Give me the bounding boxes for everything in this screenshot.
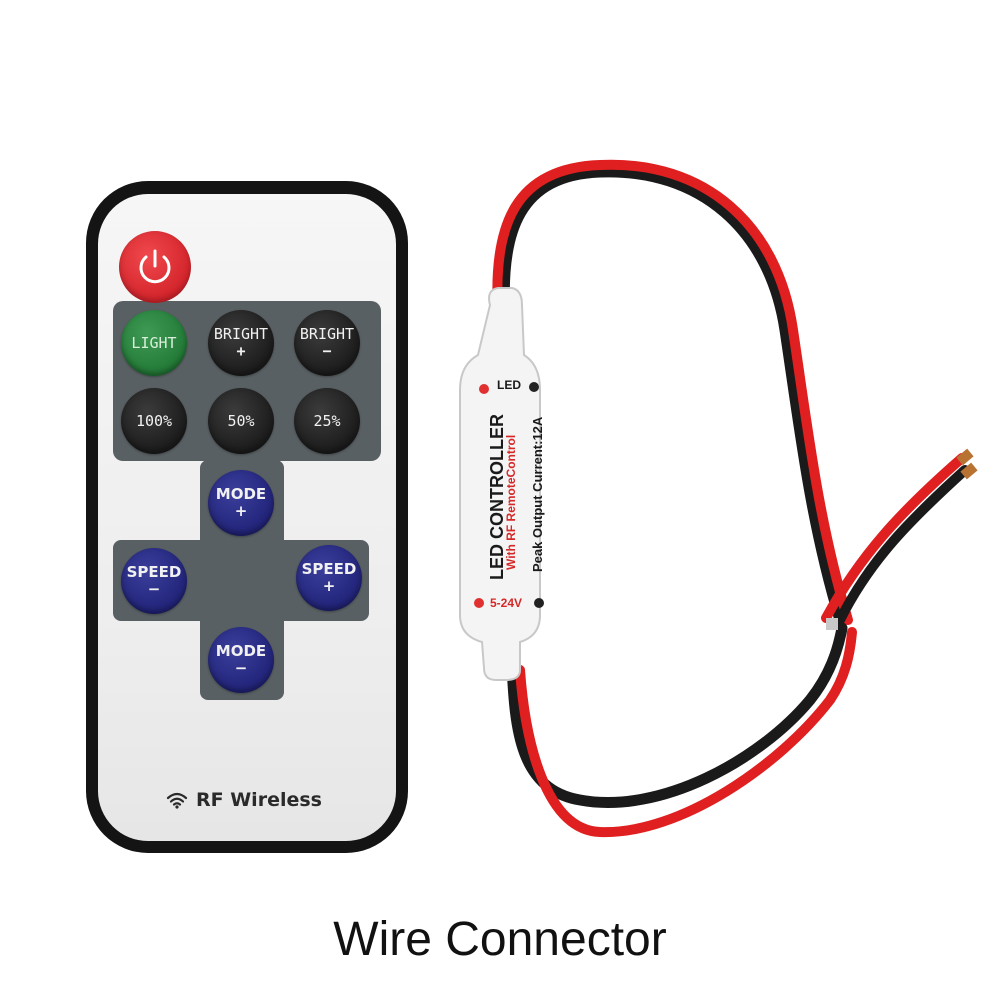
button-label: SPEED [301,560,357,578]
mode-minus-button[interactable]: MODE − [208,627,274,693]
button-sub: − [322,342,332,360]
power-button[interactable] [119,231,191,303]
speed-minus-button[interactable]: SPEED − [121,548,187,614]
power-icon [139,249,171,284]
button-label: BRIGHT [299,325,355,343]
mode-plus-button[interactable]: MODE + [208,470,274,536]
wifi-icon [166,792,188,809]
led-controller [459,287,544,681]
bright-plus-button[interactable]: BRIGHT + [208,310,274,376]
button-label: SPEED [126,563,182,581]
controller-voltage-label: 5-24V [490,596,523,610]
brightness-100-button[interactable]: 100% [121,388,187,454]
button-sub: − [234,659,248,677]
button-sub: − [147,580,161,598]
bright-minus-button[interactable]: BRIGHT − [294,310,360,376]
button-label: MODE [215,642,267,660]
light-button[interactable]: LIGHT [121,310,187,376]
controller-subtitle: With RF RemoteControl [504,434,518,570]
button-label: 50% [227,411,255,430]
rf-wireless-label: RF Wireless [166,786,322,814]
button-label: BRIGHT [213,325,269,343]
brightness-50-button[interactable]: 50% [208,388,274,454]
controller-led-label: LED [497,378,521,392]
button-label: 25% [313,411,341,430]
wire-pair-top [492,159,970,626]
button-sub: + [322,577,336,595]
speed-plus-button[interactable]: SPEED + [296,545,362,611]
caption: Wire Connector [333,913,667,966]
button-sub: + [234,502,248,520]
button-sub: + [236,342,246,360]
brightness-25-button[interactable]: 25% [294,388,360,454]
controller-spec: Peak Output Current:12A [530,416,545,572]
button-label: LIGHT [131,333,177,352]
wire-tips [826,448,978,630]
wire-pair-bottom [506,622,857,838]
button-label: MODE [215,485,267,503]
button-label: 100% [135,411,173,430]
rf-wireless-text: RF Wireless [196,789,322,811]
